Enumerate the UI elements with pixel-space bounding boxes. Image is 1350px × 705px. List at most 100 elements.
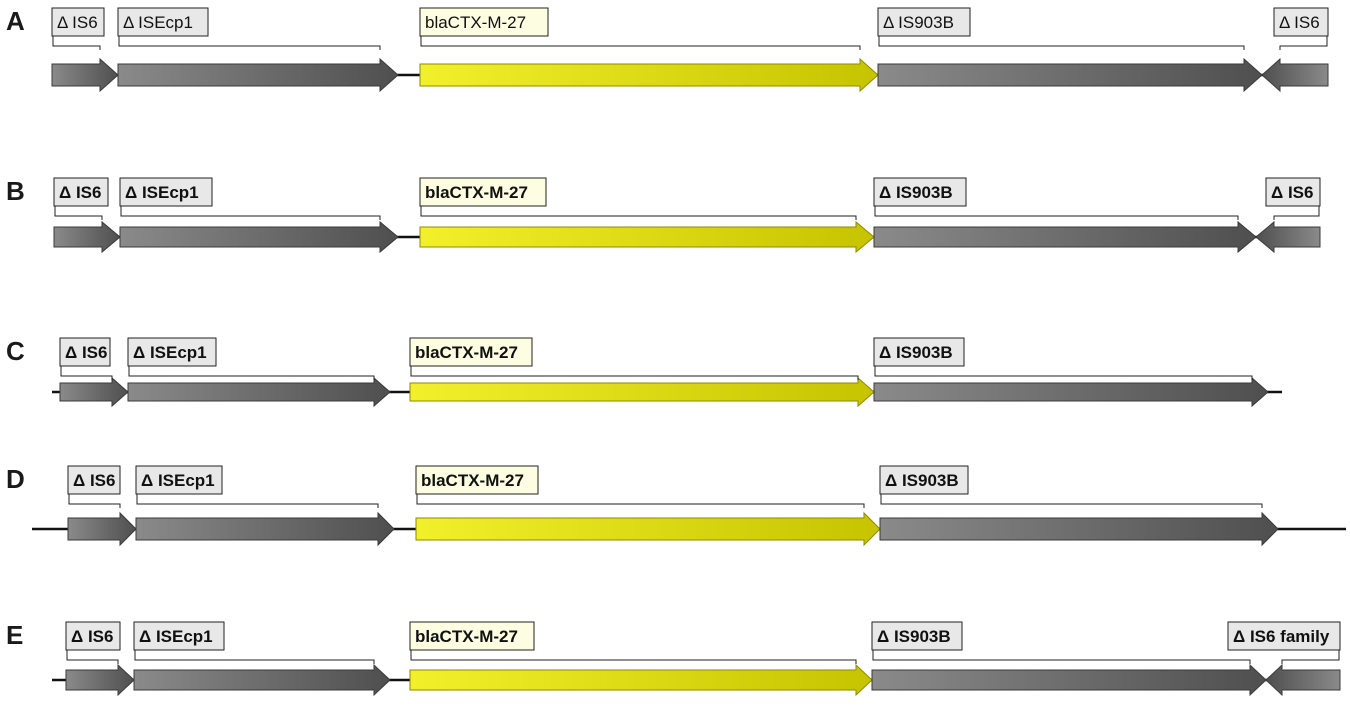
gene-arrow-right — [415, 511, 881, 547]
feature-label-box — [51, 7, 105, 37]
feature-label-box — [65, 621, 121, 651]
panel-letter: E — [6, 620, 23, 650]
element-arrow-right — [119, 220, 399, 254]
feature-label-box — [53, 177, 109, 207]
element-arrow-right — [873, 220, 1257, 254]
element-arrow-left — [1261, 57, 1329, 93]
element-arrow-right — [133, 663, 391, 697]
label-leader-line — [874, 366, 1253, 380]
feature-label: Δ IS903B — [877, 627, 951, 646]
feature-label: Δ ISEcp1 — [123, 13, 193, 32]
feature-label-box — [409, 337, 533, 367]
feature-label: blaCTX-M-27 — [425, 13, 526, 32]
label-leader-line — [120, 206, 381, 220]
panel-d: D Δ IS6 Δ ISEcp1 blaCTX-M-27 Δ IS903B — [6, 464, 1346, 547]
feature-label: Δ IS6 — [73, 471, 115, 490]
element-arrow-right — [53, 220, 121, 254]
feature-label: Δ IS903B — [883, 13, 954, 32]
feature-label-box — [419, 177, 547, 207]
label-leader-line — [136, 494, 379, 508]
label-leader-line — [60, 366, 113, 380]
gene-arrow-right — [409, 663, 873, 697]
feature-label-box — [1273, 7, 1329, 37]
feature-label: Δ IS903B — [885, 471, 959, 490]
element-arrow-right — [873, 376, 1269, 408]
label-leader-line — [874, 206, 1239, 220]
element-arrow-right — [59, 376, 129, 408]
feature-label: blaCTX-M-27 — [421, 471, 524, 490]
label-leader-line — [1279, 36, 1328, 50]
element-arrow-right — [879, 511, 1279, 547]
feature-label: Δ IS6 — [57, 13, 98, 32]
label-leader-line — [420, 36, 861, 50]
feature-label-box — [133, 621, 225, 651]
element-arrow-right — [135, 511, 395, 547]
feature-label-box — [135, 465, 223, 495]
feature-label-box — [1265, 177, 1321, 207]
label-leader-line — [66, 650, 119, 664]
feature-label: Δ ISEcp1 — [139, 627, 213, 646]
feature-label: blaCTX-M-27 — [415, 343, 518, 362]
element-arrow-right — [67, 511, 137, 547]
panel-e: E Δ IS6 Δ ISEcp1 blaCTX-M-27 Δ IS903B Δ IS6 f… — [6, 620, 1341, 697]
label-leader-line — [416, 494, 865, 508]
element-arrow-right — [871, 663, 1267, 697]
gene-arrow-right — [409, 376, 875, 408]
feature-label-box — [117, 7, 209, 37]
label-leader-line — [128, 366, 375, 380]
label-leader-line — [420, 206, 857, 220]
label-leader-line — [54, 206, 103, 220]
label-leader-line — [52, 36, 101, 50]
label-leader-line — [410, 366, 859, 380]
label-leader-line — [1273, 206, 1320, 220]
element-arrow-right — [51, 57, 119, 93]
label-leader-line — [1281, 650, 1340, 664]
feature-label-box — [119, 177, 213, 207]
feature-label-box — [871, 621, 963, 651]
panel-letter: C — [6, 336, 25, 366]
feature-label-box — [873, 337, 965, 367]
label-leader-line — [878, 36, 1245, 50]
element-arrow-right — [877, 57, 1263, 93]
element-arrow-left — [1255, 220, 1321, 254]
feature-label-box — [877, 7, 971, 37]
feature-label: Δ IS6 family — [1233, 627, 1330, 646]
feature-label-box — [59, 337, 111, 367]
label-leader-line — [68, 494, 121, 508]
feature-label: Δ IS6 — [1271, 183, 1313, 202]
feature-label: blaCTX-M-27 — [415, 627, 518, 646]
feature-label: Δ ISEcp1 — [141, 471, 215, 490]
feature-label: Δ IS6 — [59, 183, 101, 202]
feature-label: Δ ISEcp1 — [133, 343, 207, 362]
panel-a: A Δ IS6 Δ ISEcp1 blaCTX-M-27 Δ IS903B Δ IS6 — [6, 6, 1329, 93]
panel-letter: D — [6, 464, 25, 494]
feature-label-box — [415, 465, 539, 495]
element-arrow-left — [1265, 663, 1341, 697]
label-leader-line — [410, 650, 857, 664]
feature-label-box — [879, 465, 969, 495]
feature-label-box — [419, 7, 549, 37]
feature-label-box — [127, 337, 217, 367]
feature-label: Δ IS6 — [1279, 13, 1320, 32]
label-leader-line — [872, 650, 1251, 664]
feature-label: blaCTX-M-27 — [425, 183, 528, 202]
panel-letter: B — [6, 176, 25, 206]
gene-arrow-right — [419, 220, 875, 254]
feature-label: Δ ISEcp1 — [125, 183, 199, 202]
label-leader-line — [118, 36, 381, 50]
panel-letter: A — [6, 6, 25, 36]
feature-label-box — [67, 465, 121, 495]
feature-label: Δ IS6 — [65, 343, 107, 362]
element-arrow-right — [127, 376, 391, 408]
gene-arrow-right — [419, 57, 879, 93]
feature-label-box — [409, 621, 535, 651]
element-arrow-right — [117, 57, 399, 93]
label-leader-line — [134, 650, 375, 664]
feature-label: Δ IS903B — [879, 183, 953, 202]
element-arrow-right — [65, 663, 135, 697]
feature-label-box — [873, 177, 967, 207]
feature-label: Δ IS6 — [71, 627, 113, 646]
label-leader-line — [880, 494, 1263, 508]
